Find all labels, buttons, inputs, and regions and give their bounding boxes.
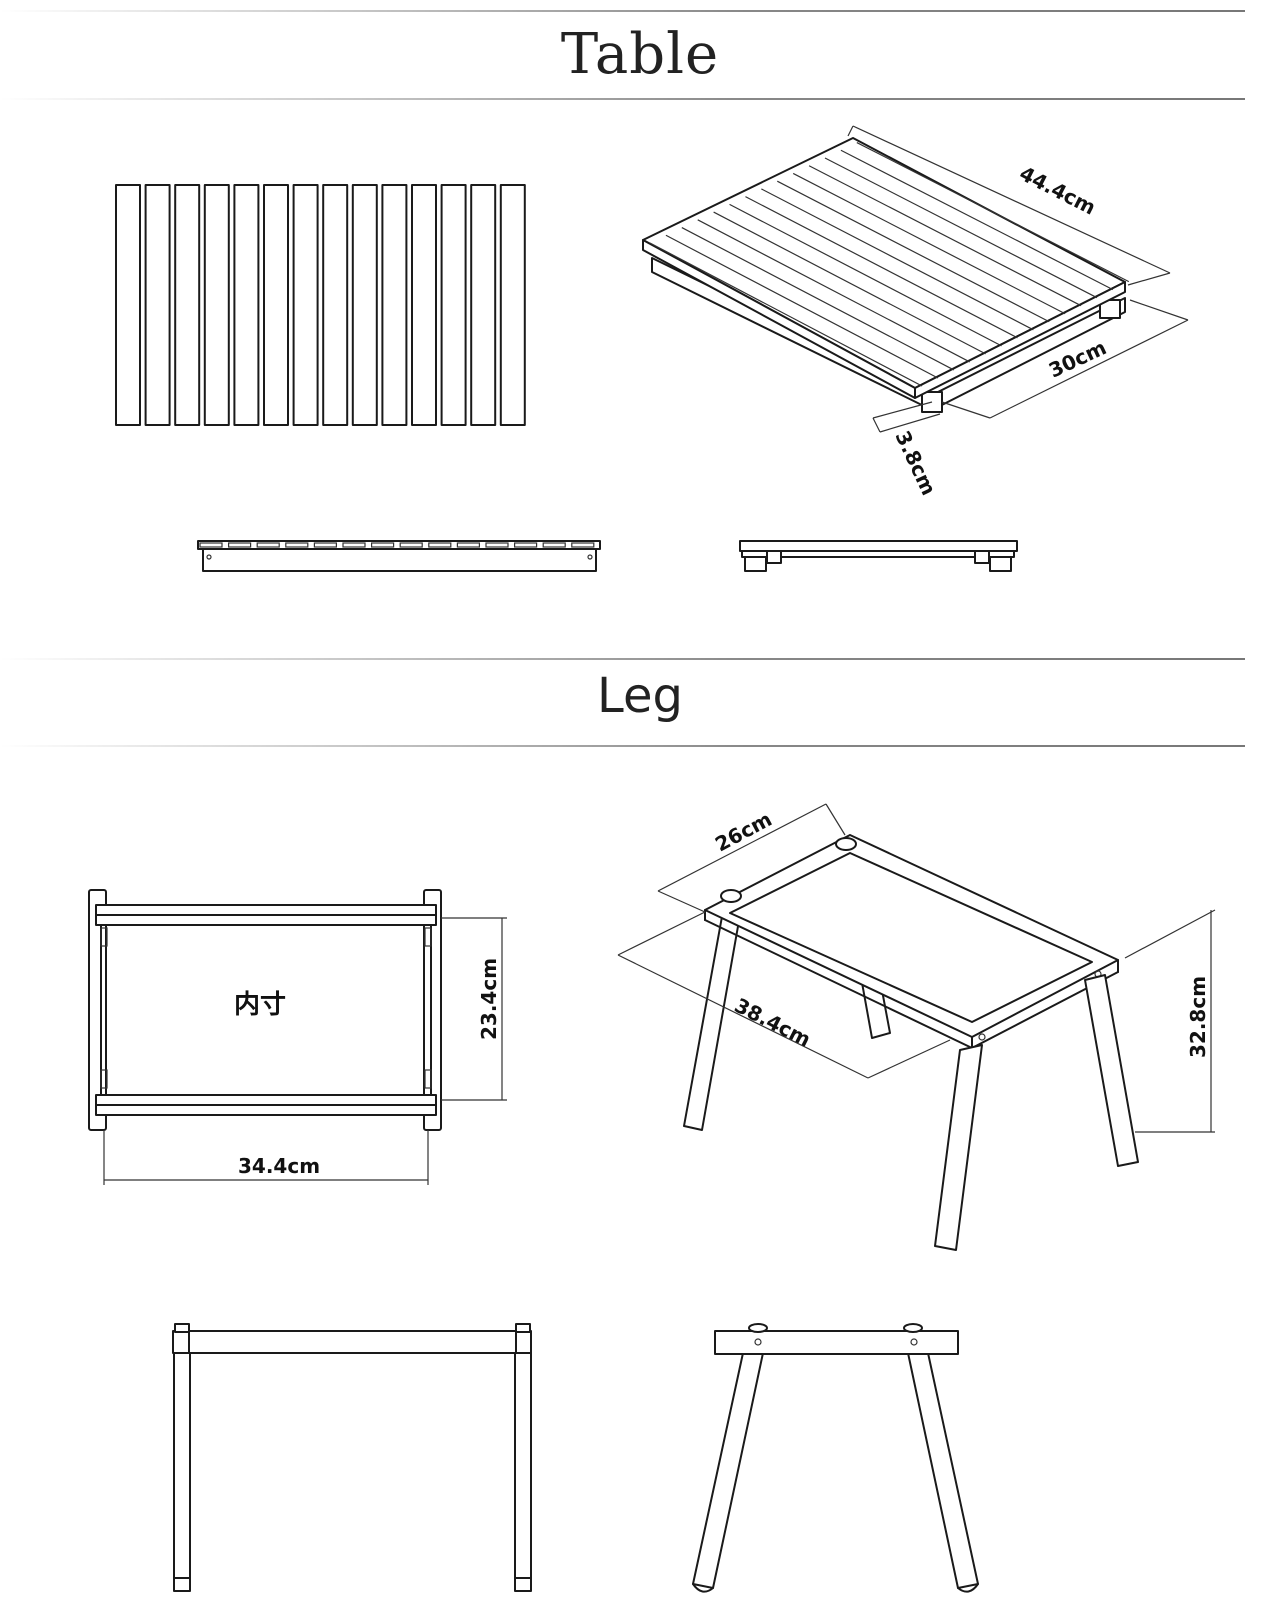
front-slat-end	[456, 542, 480, 548]
table-slat	[322, 184, 349, 426]
front-slat-end	[399, 542, 423, 548]
iso-slat-line	[697, 219, 971, 363]
iso-slat-line	[776, 180, 1050, 323]
iso-slat-line	[840, 149, 1114, 291]
front-slat-end	[285, 542, 309, 548]
leg-top-view	[88, 889, 507, 1185]
table-slat	[144, 184, 171, 426]
table-slat	[203, 184, 230, 426]
front-slat-end	[256, 542, 280, 548]
table-slat	[470, 184, 497, 426]
front-slat-end	[571, 542, 595, 548]
table-slat	[440, 184, 467, 426]
header-rule-top	[0, 10, 1245, 12]
table-side-elevation	[739, 540, 1018, 572]
front-slat-end	[428, 542, 452, 548]
dim-leg-height: 32.8cm	[1186, 976, 1210, 1058]
table-front-elevation	[197, 540, 601, 572]
table-slat	[351, 184, 378, 426]
iso-slat-line	[729, 203, 1002, 347]
table-slat	[233, 184, 260, 426]
section-title-leg: Leg	[597, 668, 683, 724]
iso-slat-line	[856, 142, 1130, 283]
iso-slat-line	[824, 157, 1098, 299]
iso-slat-line	[761, 188, 1034, 331]
dim-table-height: 3.8cm	[890, 427, 941, 499]
leg-isometric-view	[617, 803, 1216, 1251]
dim-leg-length: 38.4cm	[731, 993, 815, 1052]
front-slat-end	[199, 542, 223, 548]
iso-slat-line	[649, 242, 923, 387]
iso-slat-line	[745, 196, 1018, 339]
front-slat-end	[513, 542, 538, 548]
table-top-view	[115, 184, 526, 426]
front-slat-end	[542, 542, 566, 548]
leg-side-elevation	[692, 1323, 979, 1593]
table-slat	[381, 184, 408, 426]
header-rule-bottom	[0, 98, 1245, 100]
dim-leg-width: 26cm	[711, 807, 776, 857]
iso-slat-line	[681, 227, 955, 371]
table-slat	[499, 184, 526, 426]
table-slat	[292, 184, 319, 426]
dim-inner-depth: 23.4cm	[477, 958, 501, 1040]
table-slat	[174, 184, 201, 426]
iso-slat-line	[808, 165, 1082, 307]
table-slat	[115, 184, 141, 426]
iso-slat-line	[665, 234, 939, 379]
leg-front-elevation	[172, 1323, 532, 1592]
dim-table-length: 44.4cm	[1016, 161, 1100, 220]
leg-rule-top	[0, 658, 1245, 660]
inner-dimension-label: 内寸	[234, 990, 286, 1020]
front-slat-end	[485, 542, 509, 548]
leg-rule-bottom	[0, 745, 1245, 747]
table-slat	[263, 184, 289, 426]
table-isometric-view	[642, 125, 1189, 433]
dim-inner-width: 34.4cm	[238, 1154, 320, 1178]
front-slat-end	[371, 542, 395, 548]
iso-slat-line	[713, 211, 986, 355]
table-slat	[411, 184, 437, 426]
front-slat-end	[313, 542, 337, 548]
front-slat-end	[228, 542, 252, 548]
iso-slat-line	[792, 172, 1066, 315]
section-title-table: Table	[560, 22, 720, 87]
front-slat-end	[342, 542, 366, 548]
